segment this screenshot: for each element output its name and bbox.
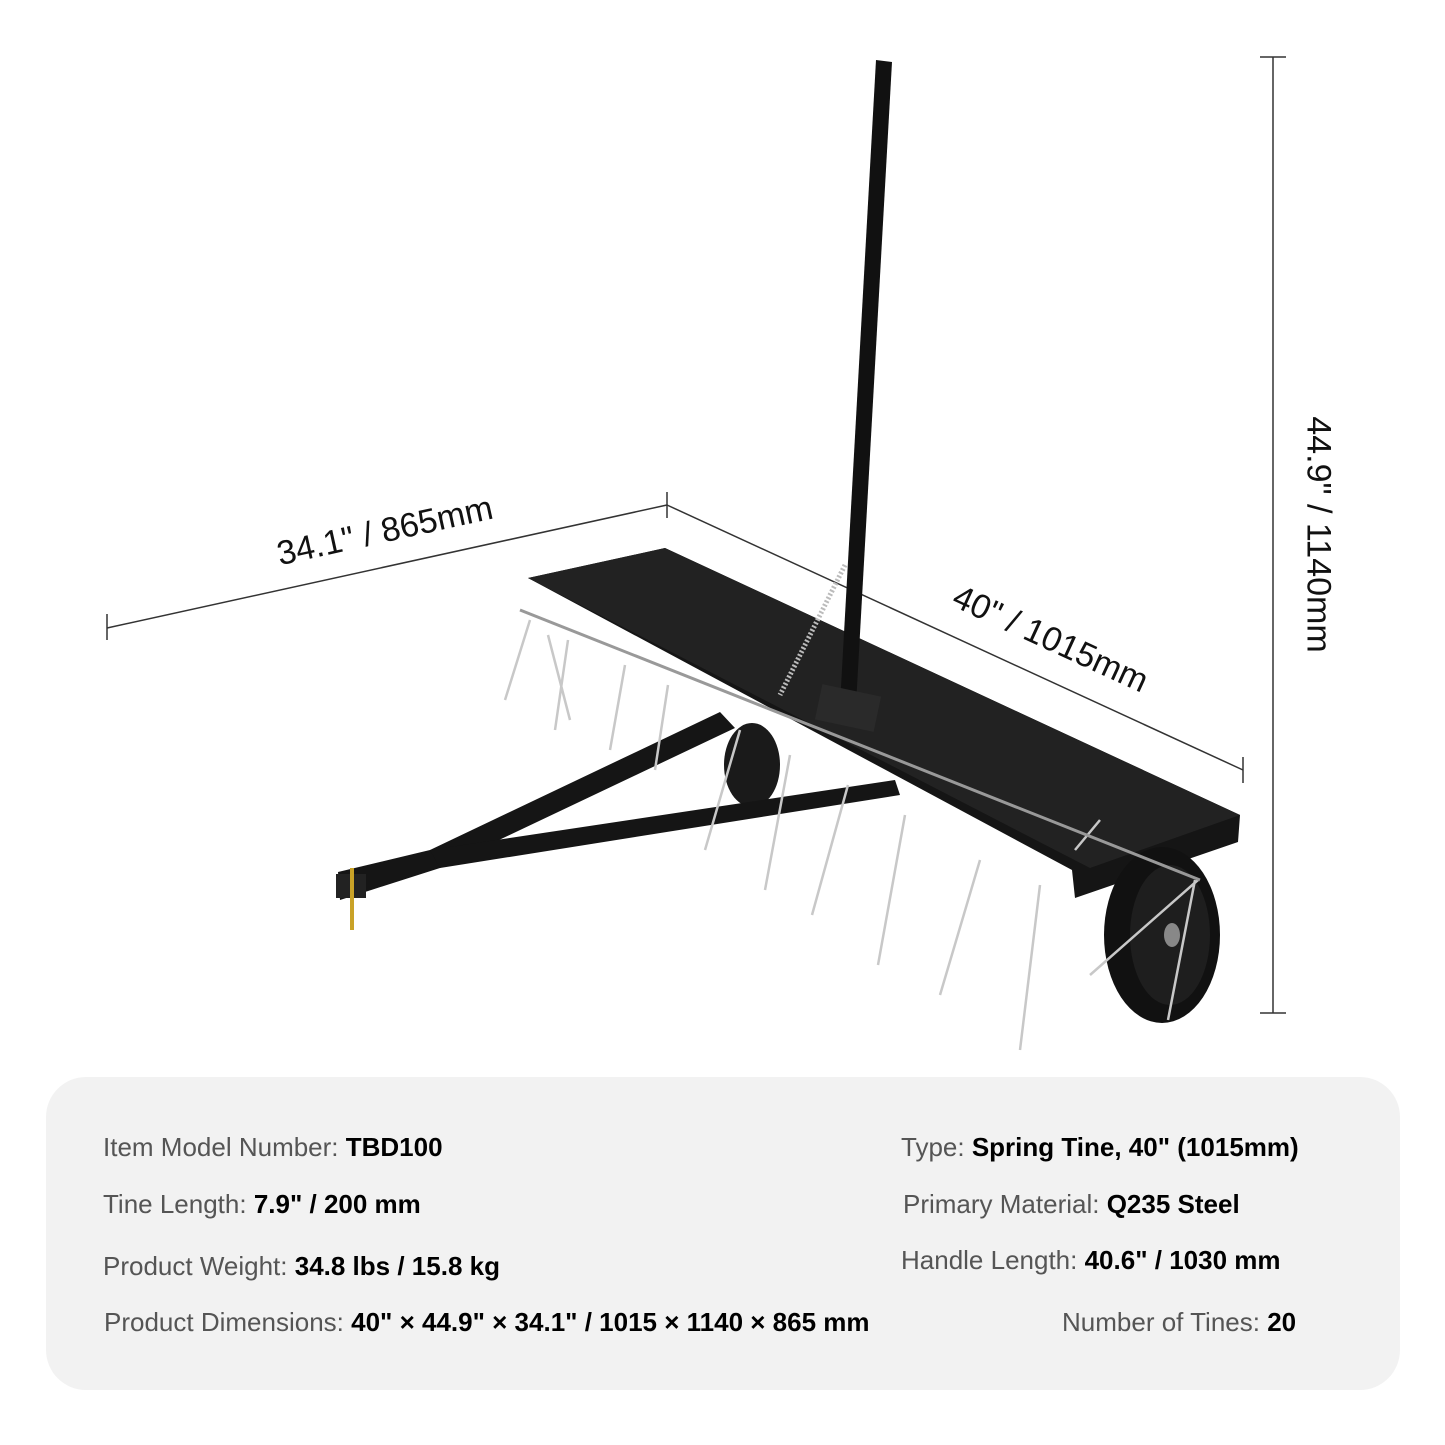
spec-label: Handle Length: (901, 1245, 1085, 1275)
spec-label: Primary Material: (903, 1189, 1107, 1219)
wheel-left (724, 723, 780, 807)
spec-value: TBD100 (345, 1132, 443, 1162)
spec-label: Product Weight: (103, 1251, 295, 1281)
spike-aerator (336, 60, 1240, 1051)
tines (503, 608, 1201, 1051)
spec-weight: Product Weight: 34.8 lbs / 15.8 kg (103, 1251, 500, 1282)
spec-material: Primary Material: Q235 Steel (903, 1189, 1240, 1220)
dimension-lines (106, 56, 1286, 1014)
specifications-panel (46, 1077, 1400, 1390)
spec-value: 7.9" / 200 mm (253, 1189, 421, 1219)
spec-model: Item Model Number: TBD100 (103, 1132, 443, 1163)
tow-bar (338, 712, 735, 900)
spec-label: Number of Tines: (1062, 1307, 1268, 1337)
spec-label: Product Dimensions: (104, 1307, 352, 1337)
spec-value: 20 (1267, 1307, 1297, 1337)
spec-value: Q235 Steel (1106, 1189, 1240, 1219)
spec-handle-length: Handle Length: 40.6" / 1030 mm (901, 1245, 1281, 1276)
handle (840, 60, 892, 705)
spec-label: Tine Length: (103, 1189, 254, 1219)
spec-tine-length: Tine Length: 7.9" / 200 mm (103, 1189, 421, 1220)
spec-label: Type: (901, 1132, 972, 1162)
spec-value: 34.8 lbs / 15.8 kg (294, 1251, 500, 1281)
spec-number-of-tines: Number of Tines: 20 (1062, 1307, 1296, 1338)
product-illustration (106, 56, 1286, 1051)
spec-label: Item Model Number: (103, 1132, 346, 1162)
spec-dimensions: Product Dimensions: 40" × 44.9" × 34.1" … (104, 1307, 870, 1338)
spec-type: Type: Spring Tine, 40" (1015mm) (901, 1132, 1299, 1163)
height-dimension-label: 44.9" / 1140mm (1299, 416, 1338, 653)
spec-value: 40" × 44.9" × 34.1" / 1015 × 1140 × 865 … (351, 1307, 870, 1337)
spec-value: 40.6" / 1030 mm (1084, 1245, 1281, 1275)
spec-value: Spring Tine, 40" (1015mm) (971, 1132, 1299, 1162)
